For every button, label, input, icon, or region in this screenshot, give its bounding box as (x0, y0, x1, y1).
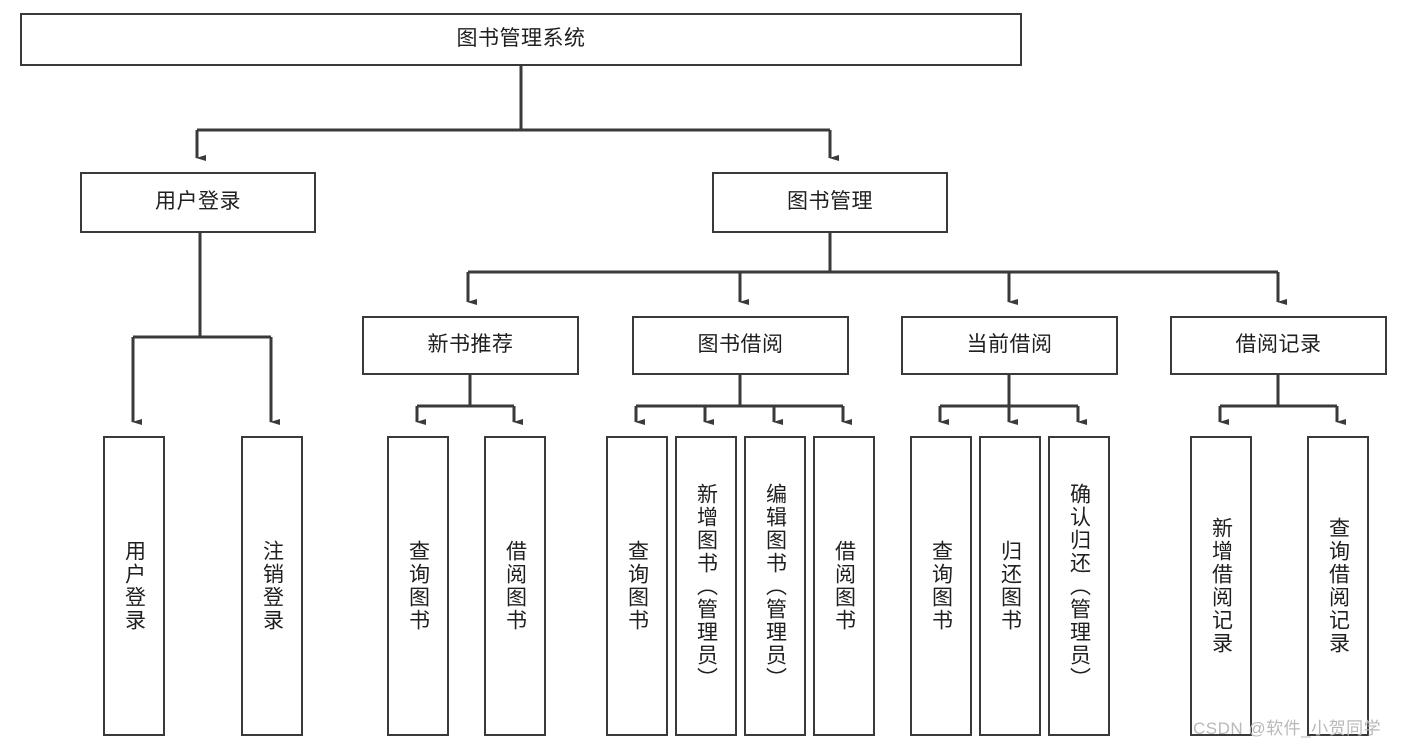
node-leaf-confirm-return-admin[interactable]: 确认归还（管理员） (1048, 436, 1110, 736)
node-label: 编辑图书（管理员） (763, 482, 787, 690)
node-book-management-system[interactable]: 图书管理系统 (20, 13, 1022, 66)
node-user-login[interactable]: 用户登录 (80, 172, 316, 233)
node-label: 确认归还（管理员） (1067, 482, 1091, 690)
node-book-management[interactable]: 图书管理 (712, 172, 948, 233)
node-leaf-add-book-admin[interactable]: 新增图书（管理员） (675, 436, 737, 736)
node-borrow-record[interactable]: 借阅记录 (1170, 316, 1387, 375)
node-leaf-query-book-nbr[interactable]: 查询图书 (387, 436, 449, 736)
node-book-borrow[interactable]: 图书借阅 (632, 316, 849, 375)
node-label: 图书借阅 (697, 333, 784, 357)
node-label: 借阅图书 (832, 540, 856, 632)
node-label: 图书管理系统 (456, 27, 586, 51)
node-current-borrow[interactable]: 当前借阅 (901, 316, 1118, 375)
node-leaf-edit-book-admin[interactable]: 编辑图书（管理员） (744, 436, 806, 736)
node-leaf-query-book-cb[interactable]: 查询图书 (910, 436, 972, 736)
node-label: 借阅记录 (1235, 333, 1322, 357)
node-label: 查询图书 (929, 540, 953, 632)
node-label: 图书管理 (787, 190, 873, 214)
node-label: 归还图书 (998, 540, 1022, 632)
node-leaf-query-book-bb[interactable]: 查询图书 (606, 436, 668, 736)
node-label: 用户登录 (155, 190, 241, 214)
node-leaf-borrow-book-nbr[interactable]: 借阅图书 (484, 436, 546, 736)
node-label: 用户登录 (122, 540, 146, 632)
node-label: 当前借阅 (966, 333, 1053, 357)
node-label: 新增图书（管理员） (694, 482, 718, 690)
node-label: 新增借阅记录 (1209, 517, 1233, 655)
node-label: 借阅图书 (503, 540, 527, 632)
node-leaf-logout[interactable]: 注销登录 (241, 436, 303, 736)
node-leaf-add-borrow-record[interactable]: 新增借阅记录 (1190, 436, 1252, 736)
node-leaf-query-borrow-record[interactable]: 查询借阅记录 (1307, 436, 1369, 736)
node-label: 注销登录 (260, 540, 284, 632)
node-label: 查询借阅记录 (1326, 517, 1350, 655)
node-label: 查询图书 (406, 540, 430, 632)
node-label: 新书推荐 (427, 333, 514, 357)
node-leaf-return-book[interactable]: 归还图书 (979, 436, 1041, 736)
node-leaf-borrow-book-bb[interactable]: 借阅图书 (813, 436, 875, 736)
node-label: 查询图书 (625, 540, 649, 632)
node-leaf-user-login[interactable]: 用户登录 (103, 436, 165, 736)
node-new-book-recommend[interactable]: 新书推荐 (362, 316, 579, 375)
